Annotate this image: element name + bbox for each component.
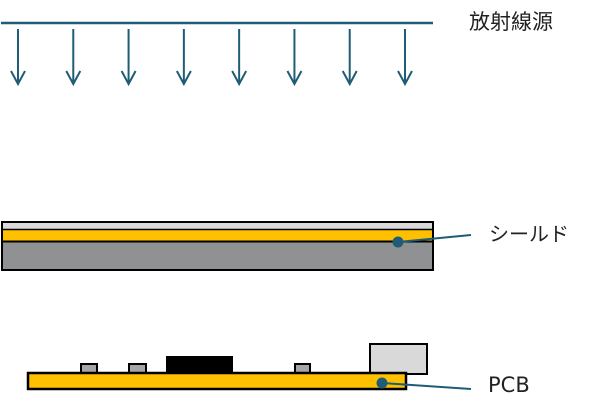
small-component <box>294 363 311 374</box>
arrow-head <box>10 70 26 87</box>
radiation-arrow <box>10 29 26 87</box>
shield-base-layer <box>2 242 433 270</box>
pcb-callout-line <box>381 382 472 390</box>
shield-label: シールド <box>489 222 569 246</box>
pcb-assembly <box>26 343 428 391</box>
connector <box>369 343 428 375</box>
radiation-arrow <box>175 29 192 87</box>
shield-callout-dot <box>392 236 404 248</box>
radiation-arrows <box>10 29 413 87</box>
arrow-head <box>120 70 137 87</box>
small-component <box>80 363 98 374</box>
pcb-label: PCB <box>488 373 530 397</box>
arrow-head <box>65 70 82 87</box>
shield-callout-line <box>397 234 472 243</box>
radiation-arrow <box>65 29 82 87</box>
arrow-head <box>341 70 358 87</box>
arrow-head <box>231 70 248 87</box>
arrow-head <box>175 70 192 87</box>
chip <box>166 356 233 374</box>
radiation-arrow <box>120 29 137 87</box>
radiation-arrow <box>286 29 303 87</box>
radiation-arrow <box>231 29 248 87</box>
source-label: 放射線源 <box>469 10 553 34</box>
radiation-arrow <box>341 29 358 87</box>
pcb-board <box>26 371 408 391</box>
shield-top-layer <box>2 222 433 229</box>
arrow-head <box>286 70 303 87</box>
small-component <box>128 363 147 374</box>
shield <box>1 221 434 271</box>
shield-yellow-layer <box>2 230 433 241</box>
shield-outline <box>1 221 434 271</box>
pcb-callout-dot <box>376 377 388 389</box>
arrow-head <box>397 70 413 87</box>
radiation-arrow <box>397 29 413 87</box>
